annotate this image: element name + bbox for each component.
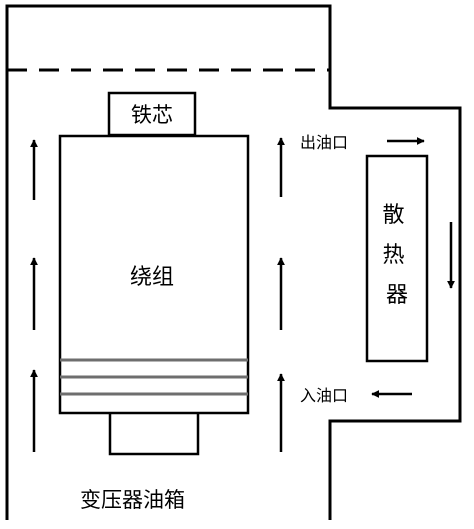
- core-bottom-block: [108, 410, 200, 456]
- radiator-label: 散 热 器: [382, 203, 411, 308]
- core-label: 铁芯: [131, 103, 173, 127]
- core-block: [107, 91, 197, 137]
- radiator-char-1: 散: [382, 203, 404, 228]
- winding-block: [58, 134, 250, 415]
- tank-label: 变压器油箱: [80, 488, 185, 512]
- winding-label: 绕组: [130, 265, 174, 290]
- radiator-char-3: 器: [386, 283, 408, 308]
- inlet-label: 入油口: [300, 386, 348, 405]
- tank-outline: [5, 4, 462, 520]
- radiator-block: [365, 154, 429, 363]
- radiator-char-2: 热: [382, 243, 404, 268]
- outlet-label: 出油口: [300, 133, 348, 152]
